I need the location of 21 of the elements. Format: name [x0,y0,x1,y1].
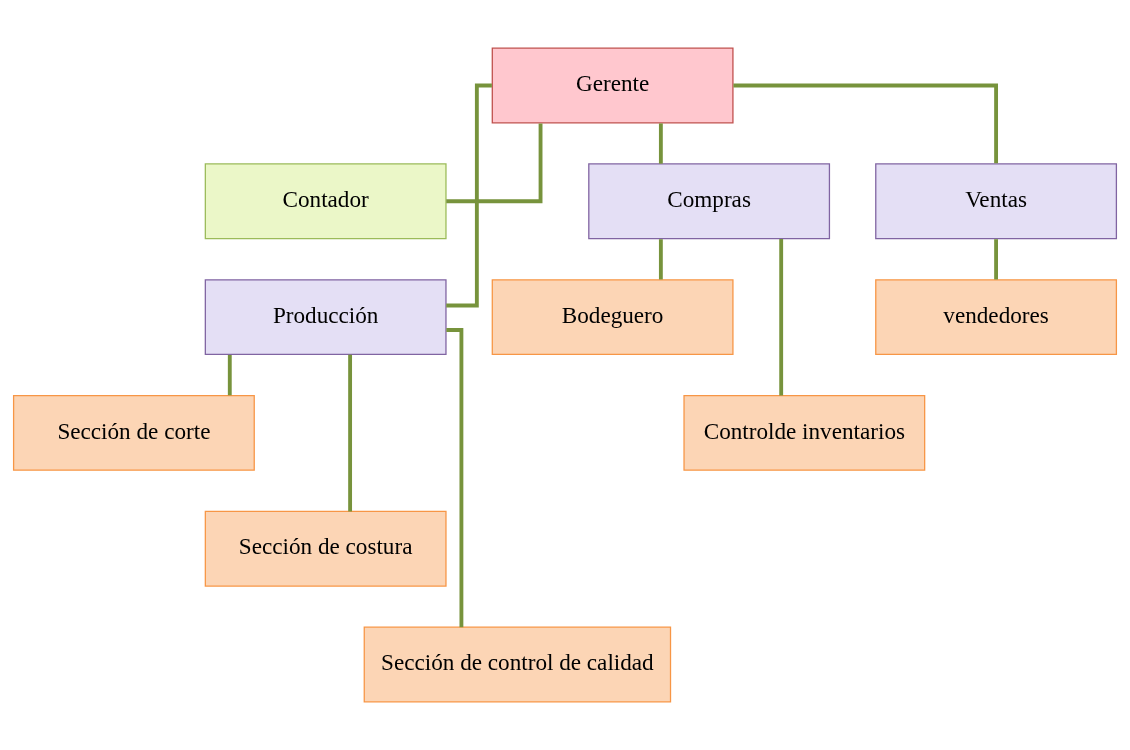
node-box: Sección de control de calidad [363,626,672,703]
connector [446,83,492,308]
connector [348,354,353,512]
node-box: vendedores [875,279,1118,356]
node-box: Sección de corte [12,394,255,471]
connector [446,328,464,628]
connector [733,83,998,164]
node-box: Bodeguero [491,279,734,356]
connector [779,239,784,396]
node-box: Gerente [491,47,734,124]
node-box: Compras [588,163,831,240]
connector [994,239,998,280]
connector [227,355,232,396]
connector [658,123,663,164]
node-box: Contador [204,163,447,240]
connector [658,239,663,280]
node-box: Ventas [875,163,1118,240]
node-box: Controlde inventarios [683,394,926,471]
node-box: Sección de costura [204,510,447,587]
node-box: Producción [204,279,447,356]
connector [446,123,543,204]
